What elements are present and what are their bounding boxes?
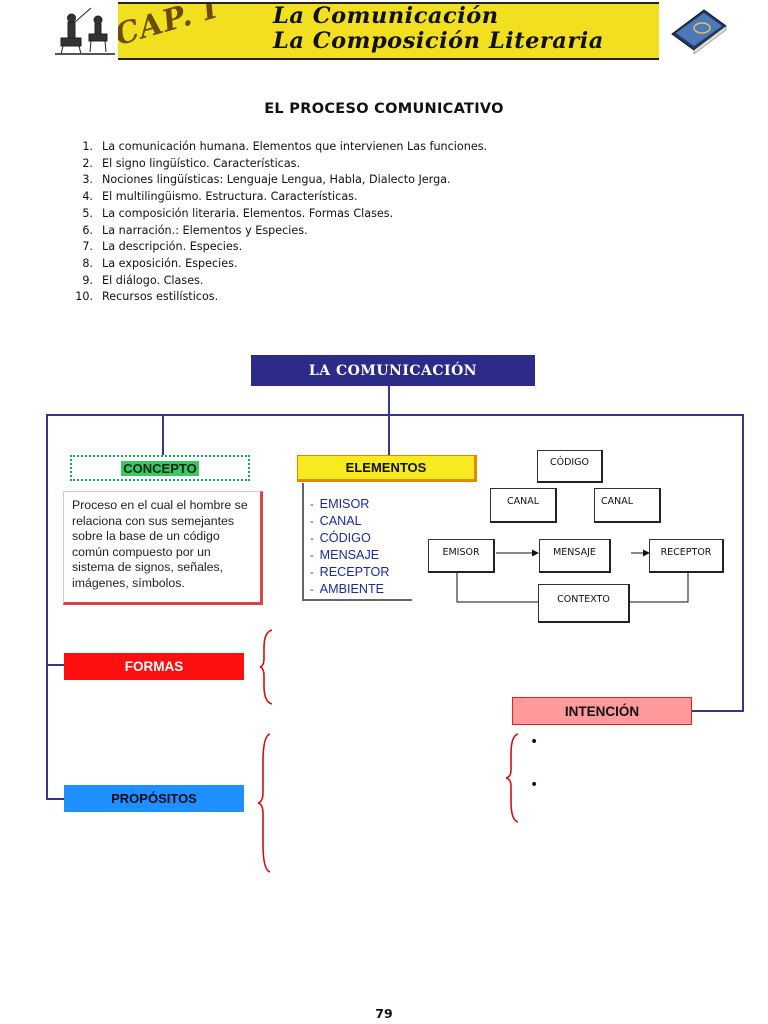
connector-line	[692, 710, 744, 712]
concepto-label-box: CONCEPTO	[70, 455, 250, 481]
topic-number: 5.	[82, 206, 93, 220]
topic-number: 2.	[82, 156, 93, 170]
topic-number: 3.	[82, 173, 93, 187]
diagram-receptor: RECEPTOR	[649, 539, 724, 573]
topic-number: 6.	[82, 223, 93, 237]
connector-line	[46, 414, 744, 416]
elemento-item: CÓDIGO	[310, 530, 412, 547]
topic-text: La comunicación humana. Elementos que in…	[102, 140, 488, 153]
diagram-emisor: EMISOR	[428, 539, 495, 573]
concept-map-title: LA COMUNICACIÓN	[251, 355, 535, 386]
topic-item: 3. Nociones lingüísticas: Lenguaje Lengua…	[60, 172, 487, 189]
propositos-brace	[257, 733, 271, 873]
topic-text: El diálogo. Clases.	[102, 273, 204, 287]
connector-line	[46, 414, 48, 800]
topic-item: 10. Recursos estilísticos.	[60, 289, 487, 306]
diagram-codigo: CÓDIGO	[537, 450, 603, 483]
elemento-item: MENSAJE	[310, 547, 412, 564]
connector-line	[46, 798, 64, 800]
topic-text: Nociones lingüísticas: Lenguaje Lengua, …	[102, 173, 451, 187]
topic-text: La exposición. Especies.	[102, 256, 238, 270]
book-illustration	[668, 0, 728, 56]
elementos-list: EMISORCANALCÓDIGOMENSAJERECEPTORAMBIENTE	[302, 483, 412, 601]
context-line-left	[456, 573, 538, 603]
connector-line	[46, 664, 64, 666]
diagram-canal-right: CANAL	[594, 488, 661, 523]
topic-item: 1. La comunicación humana. Elementos que …	[60, 139, 487, 156]
intencion-brace	[505, 733, 519, 823]
chapter-label: CAP. I	[118, 2, 223, 54]
formas-label: FORMAS	[64, 653, 244, 680]
topic-text: La narración.: Elementos y Especies.	[102, 223, 308, 237]
elemento-item: CANAL	[310, 513, 412, 530]
propositos-label: PROPÓSITOS	[64, 785, 244, 812]
topic-item: 4. El multilingüismo. Estructura. Caracte…	[60, 189, 487, 206]
chapter-banner: CAP. I La Comunicación La Composición Li…	[118, 2, 659, 60]
diagram-mensaje: MENSAJE	[539, 539, 611, 573]
formas-brace	[259, 629, 273, 705]
topic-item: 7. La descripción. Especies.	[60, 239, 487, 256]
topic-text: El signo lingüístico. Características.	[102, 156, 301, 170]
concepto-definition: Proceso en el cual el hombre se relacion…	[63, 491, 263, 605]
intencion-bullet: •	[530, 777, 539, 793]
page-heading: EL PROCESO COMUNICATIVO	[264, 101, 504, 117]
topic-item: 6. La narración.: Elementos y Especies.	[60, 223, 487, 240]
topic-number: 10.	[75, 290, 93, 304]
topic-number: 7.	[82, 240, 93, 254]
topic-number: 8.	[82, 256, 93, 270]
diagram-contexto: CONTEXTO	[538, 584, 630, 623]
topic-text: El multilingüismo. Estructura. Caracterí…	[102, 190, 358, 204]
elemento-item: RECEPTOR	[310, 564, 412, 581]
context-line-right	[630, 573, 689, 603]
communication-diagram-lines	[456, 549, 689, 603]
connector-line	[742, 414, 744, 712]
topic-item: 8. La exposición. Especies.	[60, 256, 487, 273]
topic-list: 1. La comunicación humana. Elementos que …	[60, 139, 487, 306]
topic-item: 2. El signo lingüístico. Características.	[60, 156, 487, 173]
page-number: 79	[375, 1006, 393, 1021]
topic-number: 4.	[82, 190, 93, 204]
concepto-label: CONCEPTO	[121, 460, 199, 476]
topic-number: 1.	[82, 140, 93, 153]
elemento-item: EMISOR	[310, 496, 412, 513]
topic-number: 9.	[82, 273, 93, 287]
topic-item: 5. La composición literaria. Elementos. F…	[60, 206, 487, 223]
elemento-item: AMBIENTE	[310, 581, 412, 598]
elementos-label: ELEMENTOS	[297, 455, 477, 482]
topic-text: Recursos estilísticos.	[102, 290, 219, 304]
connector-line	[388, 414, 390, 455]
diagram-canal-left: CANAL	[490, 488, 557, 523]
quixote-illustration	[55, 4, 115, 56]
intencion-bullet: •	[530, 734, 539, 750]
intencion-label: INTENCIÓN	[512, 697, 692, 725]
topic-item: 9. El diálogo. Clases.	[60, 273, 487, 290]
banner-title-line1: La Comunicación	[273, 3, 499, 29]
topic-text: La descripción. Especies.	[102, 240, 243, 254]
topic-text: La composición literaria. Elementos. For…	[102, 206, 394, 220]
banner-title-line2: La Composición Literaria	[273, 28, 604, 54]
connector-line	[388, 386, 390, 415]
connector-line	[162, 414, 164, 455]
